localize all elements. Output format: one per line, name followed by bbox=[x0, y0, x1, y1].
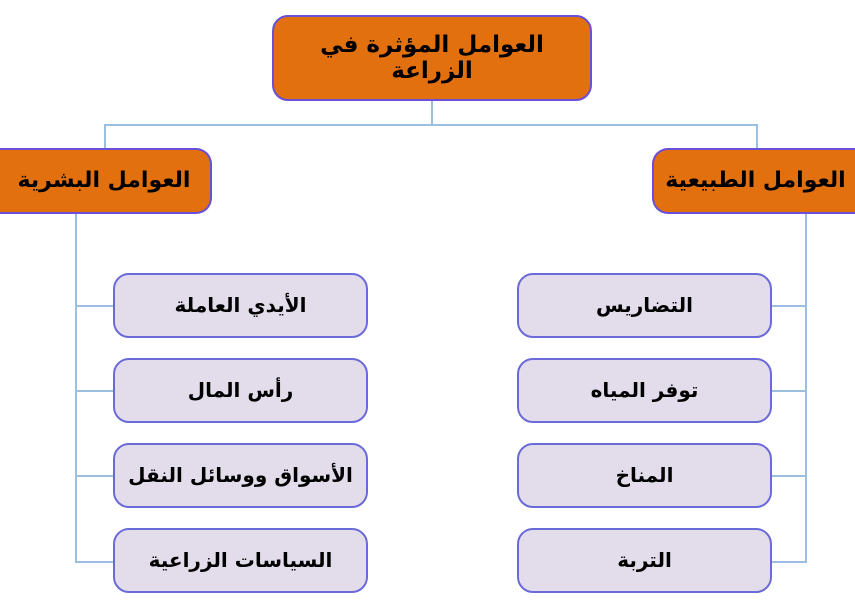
connector-tick-labor bbox=[75, 305, 115, 307]
leaf-node-soil[interactable]: التربة bbox=[517, 528, 772, 593]
leaf-node-capital[interactable]: رأس المال bbox=[113, 358, 368, 423]
leaf-node-markets-transport[interactable]: الأسواق ووسائل النقل bbox=[113, 443, 368, 508]
connector-tick-terrain bbox=[768, 305, 807, 307]
leaf-node-labor[interactable]: الأيدي العاملة bbox=[113, 273, 368, 338]
connector-drop-human bbox=[104, 124, 106, 150]
connector-spine-human bbox=[75, 211, 77, 563]
branch-node-human-factors[interactable]: العوامل البشرية bbox=[0, 148, 212, 214]
branch-node-natural-factors[interactable]: العوامل الطبيعية bbox=[652, 148, 855, 214]
leaf-node-water-supply[interactable]: توفر المياه bbox=[517, 358, 772, 423]
leaf-node-agricultural-policy[interactable]: السياسات الزراعية bbox=[113, 528, 368, 593]
leaf-node-terrain[interactable]: التضاريس bbox=[517, 273, 772, 338]
connector-root-stem bbox=[431, 100, 433, 125]
root-node[interactable]: العوامل المؤثرة في الزراعة bbox=[272, 15, 592, 101]
connector-tick-water-supply bbox=[768, 390, 807, 392]
connector-tick-capital bbox=[75, 390, 115, 392]
connector-tick-soil bbox=[768, 561, 807, 563]
connector-tick-markets-transport bbox=[75, 475, 115, 477]
connector-tick-climate bbox=[768, 475, 807, 477]
connector-root-span bbox=[104, 124, 758, 126]
connector-spine-natural bbox=[805, 211, 807, 563]
connector-drop-natural bbox=[756, 124, 758, 150]
connector-tick-agricultural-policy bbox=[75, 561, 115, 563]
leaf-node-climate[interactable]: المناخ bbox=[517, 443, 772, 508]
